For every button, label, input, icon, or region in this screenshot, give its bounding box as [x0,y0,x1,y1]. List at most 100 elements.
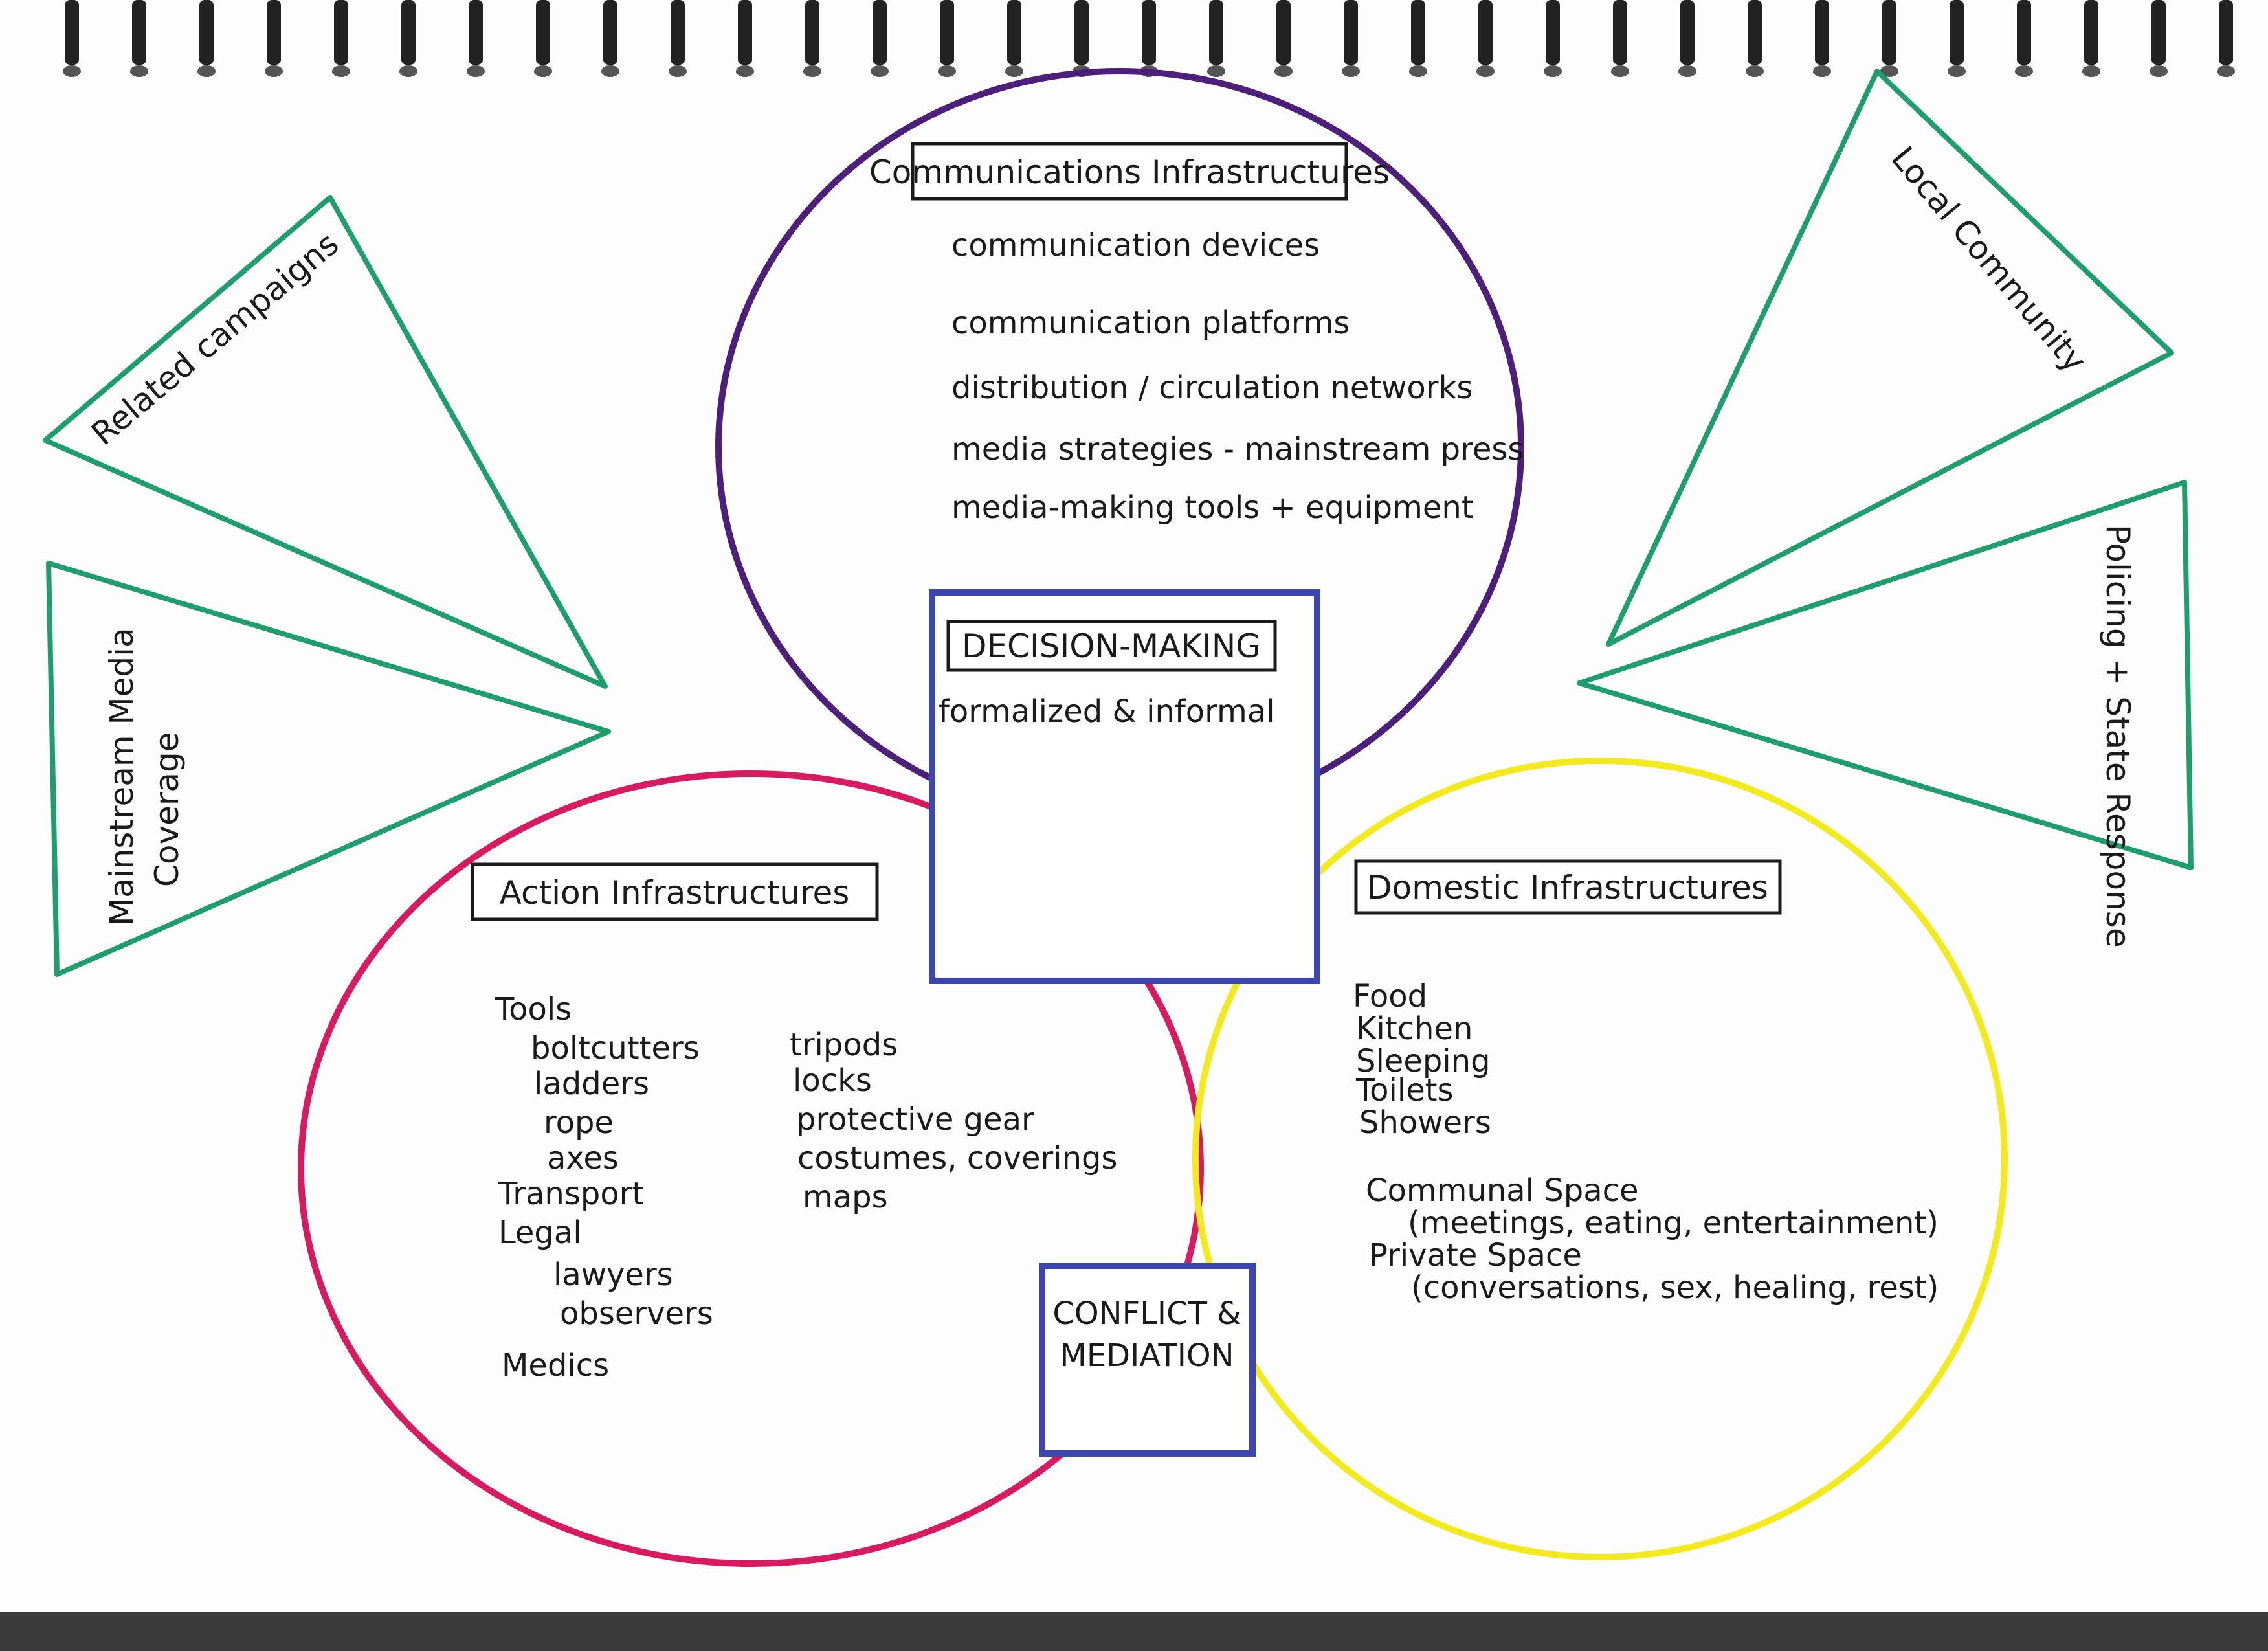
domestic-list: FoodKitchenSleepingToiletsShowersCommuna… [1353,978,1939,1306]
binding-hole [2217,65,2235,77]
binding-hole [2015,65,2033,77]
action-title-frame [471,862,879,921]
binding-ring [1613,0,1627,65]
binding-ring [2017,0,2031,65]
binding-hole [1678,65,1696,77]
binding-ring [1815,0,1829,65]
binding-hole [1880,65,1898,77]
binding-hole [1342,65,1360,77]
action-item: observers [560,1296,713,1332]
binding-ring [1950,0,1964,65]
action-circle [298,770,1204,1567]
binding-hole [467,65,485,77]
mainstream-media-line1: Mainstream Media [103,627,140,926]
binding-ring [1276,0,1291,65]
domestic-item: Sleeping [1356,1043,1491,1079]
binding-ring [1882,0,1896,65]
binding-hole [601,65,619,77]
binding-hole [1409,65,1427,77]
binding-hole [332,65,350,77]
binding-ring [940,0,954,65]
binding-hole [1476,65,1495,77]
binding-hole [1005,65,1023,77]
decision-making-box [929,589,1320,984]
action-item: Transport [498,1176,644,1212]
binding-ring [1007,0,1021,65]
binding-hole [871,65,889,77]
related-campaigns-triangle [43,195,608,689]
binding-hole [197,65,216,77]
binding-hole [63,65,81,77]
action-list: ToolsboltcuttersladdersropeaxesTransport… [495,991,1117,1384]
domestic-item: (conversations, sex, healing, rest) [1411,1270,1939,1306]
action-item: Medics [502,1347,609,1384]
mainstream-media-line2: Coverage [148,732,186,887]
binding-ring [334,0,348,65]
communications-title-frame [911,142,1348,201]
binding-ring [1142,0,1156,65]
binding-ring [1209,0,1223,65]
binding-hole [736,65,754,77]
conflict-mediation-box [1039,1263,1256,1457]
binding-hole [2150,65,2168,77]
binding-hole [534,65,552,77]
binding-hole [1207,65,1225,77]
binding-ring [1748,0,1762,65]
binding-hole [938,65,956,77]
domestic-title-frame [1354,859,1782,915]
binding-ring [1680,0,1695,65]
local-community-triangle [1606,69,2174,647]
action-item: ladders [534,1066,649,1102]
binding-ring [469,0,483,65]
page-bottom-edge [0,1612,2268,1651]
binding-ring [671,0,685,65]
action-item: costumes, coverings [797,1140,1117,1176]
mainstream-media-triangle [46,561,611,977]
binding-hole [130,65,148,77]
binding-hole [1813,65,1831,77]
binding-ring [738,0,752,65]
binding-ring [603,0,617,65]
action-title: Action Infrastructures [500,874,850,912]
action-item: tripods [790,1027,898,1063]
decision-title: DECISION-MAKING [962,627,1261,665]
policing-state-label: Policing + State Response [2099,524,2137,948]
binding-ring [1411,0,1425,65]
communications-title: Communications Infrastructures [869,153,1390,191]
communications-item: media strategies - mainstream press [951,431,1524,467]
domestic-item: Communal Space [1366,1173,1639,1209]
binding-ring [1344,0,1358,65]
domestic-item: (meetings, eating, entertainment) [1408,1205,1939,1241]
binding-ring [1074,0,1089,65]
action-item: axes [547,1140,619,1176]
related-campaigns-label: Related campaigns [84,225,346,453]
domestic-item: Toilets [1355,1072,1454,1108]
conflict-line2: MEDIATION [1060,1338,1234,1374]
binding-ring [805,0,819,65]
binding-ring [2151,0,2166,65]
domestic-title: Domestic Infrastructures [1367,869,1768,906]
domestic-circle [1192,758,2008,1560]
binding-ring [65,0,79,65]
binding-ring [873,0,887,65]
binding-ring [1478,0,1493,65]
action-item: boltcutters [531,1030,700,1066]
communications-item: communication devices [951,227,1320,264]
binding-ring [2084,0,2098,65]
domestic-item: Showers [1359,1105,1491,1141]
binding-hole [399,65,417,77]
communications-item: media-making tools + equipment [951,489,1474,526]
binding-hole [803,65,821,77]
binding-ring [199,0,214,65]
binding-hole [1948,65,1966,77]
action-item: locks [793,1062,872,1099]
conflict-line1: CONFLICT & [1052,1296,1241,1332]
binding-hole [1746,65,1764,77]
binding-ring [132,0,146,65]
binding-ring [536,0,550,65]
domestic-item: Private Space [1369,1237,1582,1274]
